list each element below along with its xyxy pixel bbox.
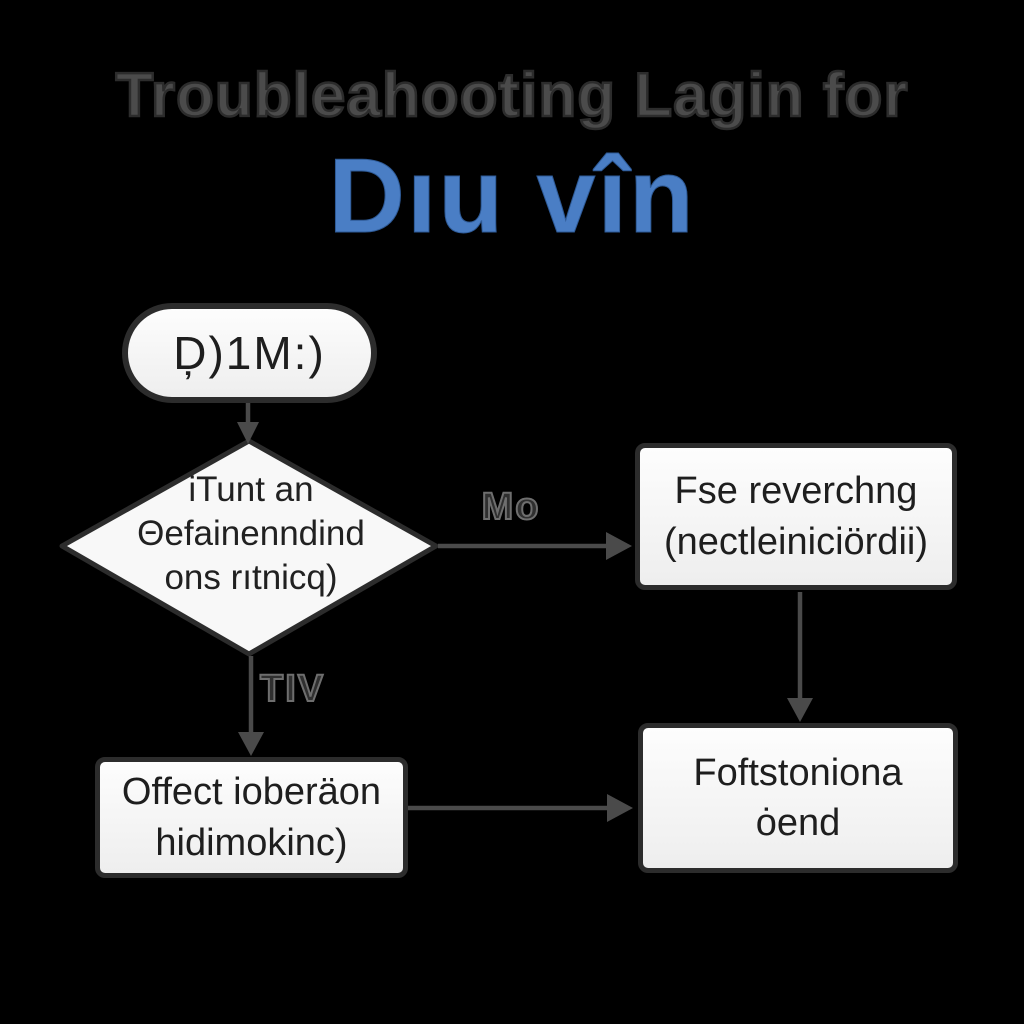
arrowhead-topright-to-bottomright — [787, 698, 813, 722]
process-bottom-right-line1: Foftstoniona — [693, 751, 903, 794]
page-subtitle: Dıu vîn — [328, 137, 696, 256]
page-title: Troubleahooting Lagin for — [114, 60, 909, 132]
decision-node-line2: Θefainenndind — [137, 514, 365, 554]
process-bottom-left-line1: Offect ioberäon — [121, 771, 382, 814]
process-node-top-right: Fse reverchng (nectleiniciördii) — [635, 443, 957, 590]
process-top-right-line1: Fse reverchng — [674, 470, 918, 513]
process-bottom-left-line2: hidimokinc) — [155, 821, 348, 864]
process-top-right-line2: (nectleiniciördii) — [664, 520, 928, 563]
decision-node-line1: iTunt an — [188, 470, 314, 509]
edge-label-no: Mo — [481, 485, 541, 529]
start-node: Ḑ)1M:) — [122, 303, 377, 403]
edge-label-yes: TIV — [259, 667, 326, 711]
decision-node: iTunt an Θefainenndind ons rıtnicq) — [90, 468, 412, 600]
arrowhead-decision-to-topright — [606, 532, 632, 560]
decision-node-line3: ons rıtnicq) — [164, 558, 338, 598]
arrowhead-start-to-decision — [237, 422, 259, 444]
decision-diamond-shape — [59, 438, 439, 657]
arrowhead-decision-to-bottomleft — [238, 732, 264, 756]
arrowhead-bottomleft-to-bottomright — [607, 794, 633, 822]
start-node-label: Ḑ)1M:) — [173, 327, 326, 379]
process-node-bottom-left: Offect ioberäon hidimokinc) — [95, 757, 408, 878]
process-bottom-right-line2: ȯend — [755, 802, 841, 844]
process-node-bottom-right: Foftstoniona ȯend — [638, 723, 958, 873]
